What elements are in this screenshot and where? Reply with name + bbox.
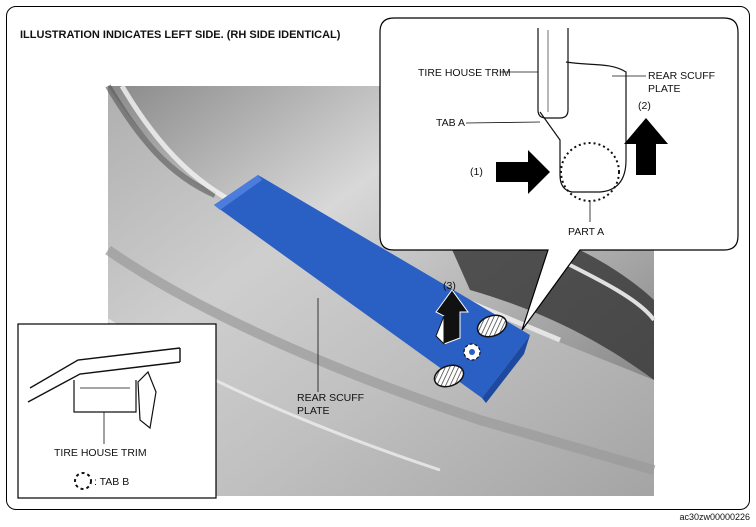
callout-rear-scuff-plate-label-1: REAR SCUFF [648, 70, 716, 82]
arrow-2-icon [624, 118, 668, 175]
main-rear-scuff-plate-label-1: REAR SCUFF [297, 392, 365, 404]
inset-tire-house-trim-label: TIRE HOUSE TRIM [54, 447, 147, 459]
tab-clips [433, 314, 508, 388]
tab-b-legend-icon [74, 472, 92, 490]
callout-rear-scuff-plate-label-2: PLATE [648, 83, 681, 95]
step-3-label: (3) [443, 280, 456, 292]
tab-b-legend-label: : TAB B [94, 476, 130, 488]
arrow-1-icon [496, 150, 550, 194]
callout-tire-house-trim-label: TIRE HOUSE TRIM [418, 67, 511, 79]
rear-scuff-plate [214, 175, 530, 403]
step-1-label: (1) [470, 166, 483, 178]
figure-code: ac30zw00000226 [679, 512, 750, 522]
main-rear-scuff-plate-label-2: PLATE [297, 405, 330, 417]
part-a-label: PART A [568, 226, 605, 238]
figure-title: ILLUSTRATION INDICATES LEFT SIDE. (RH SI… [20, 29, 341, 41]
step-2-label: (2) [638, 100, 651, 112]
arrow-3-icon [435, 289, 469, 346]
callout-detail [379, 17, 739, 331]
inset-detail [17, 323, 217, 499]
callout-tab-a-label: TAB A [436, 117, 465, 129]
